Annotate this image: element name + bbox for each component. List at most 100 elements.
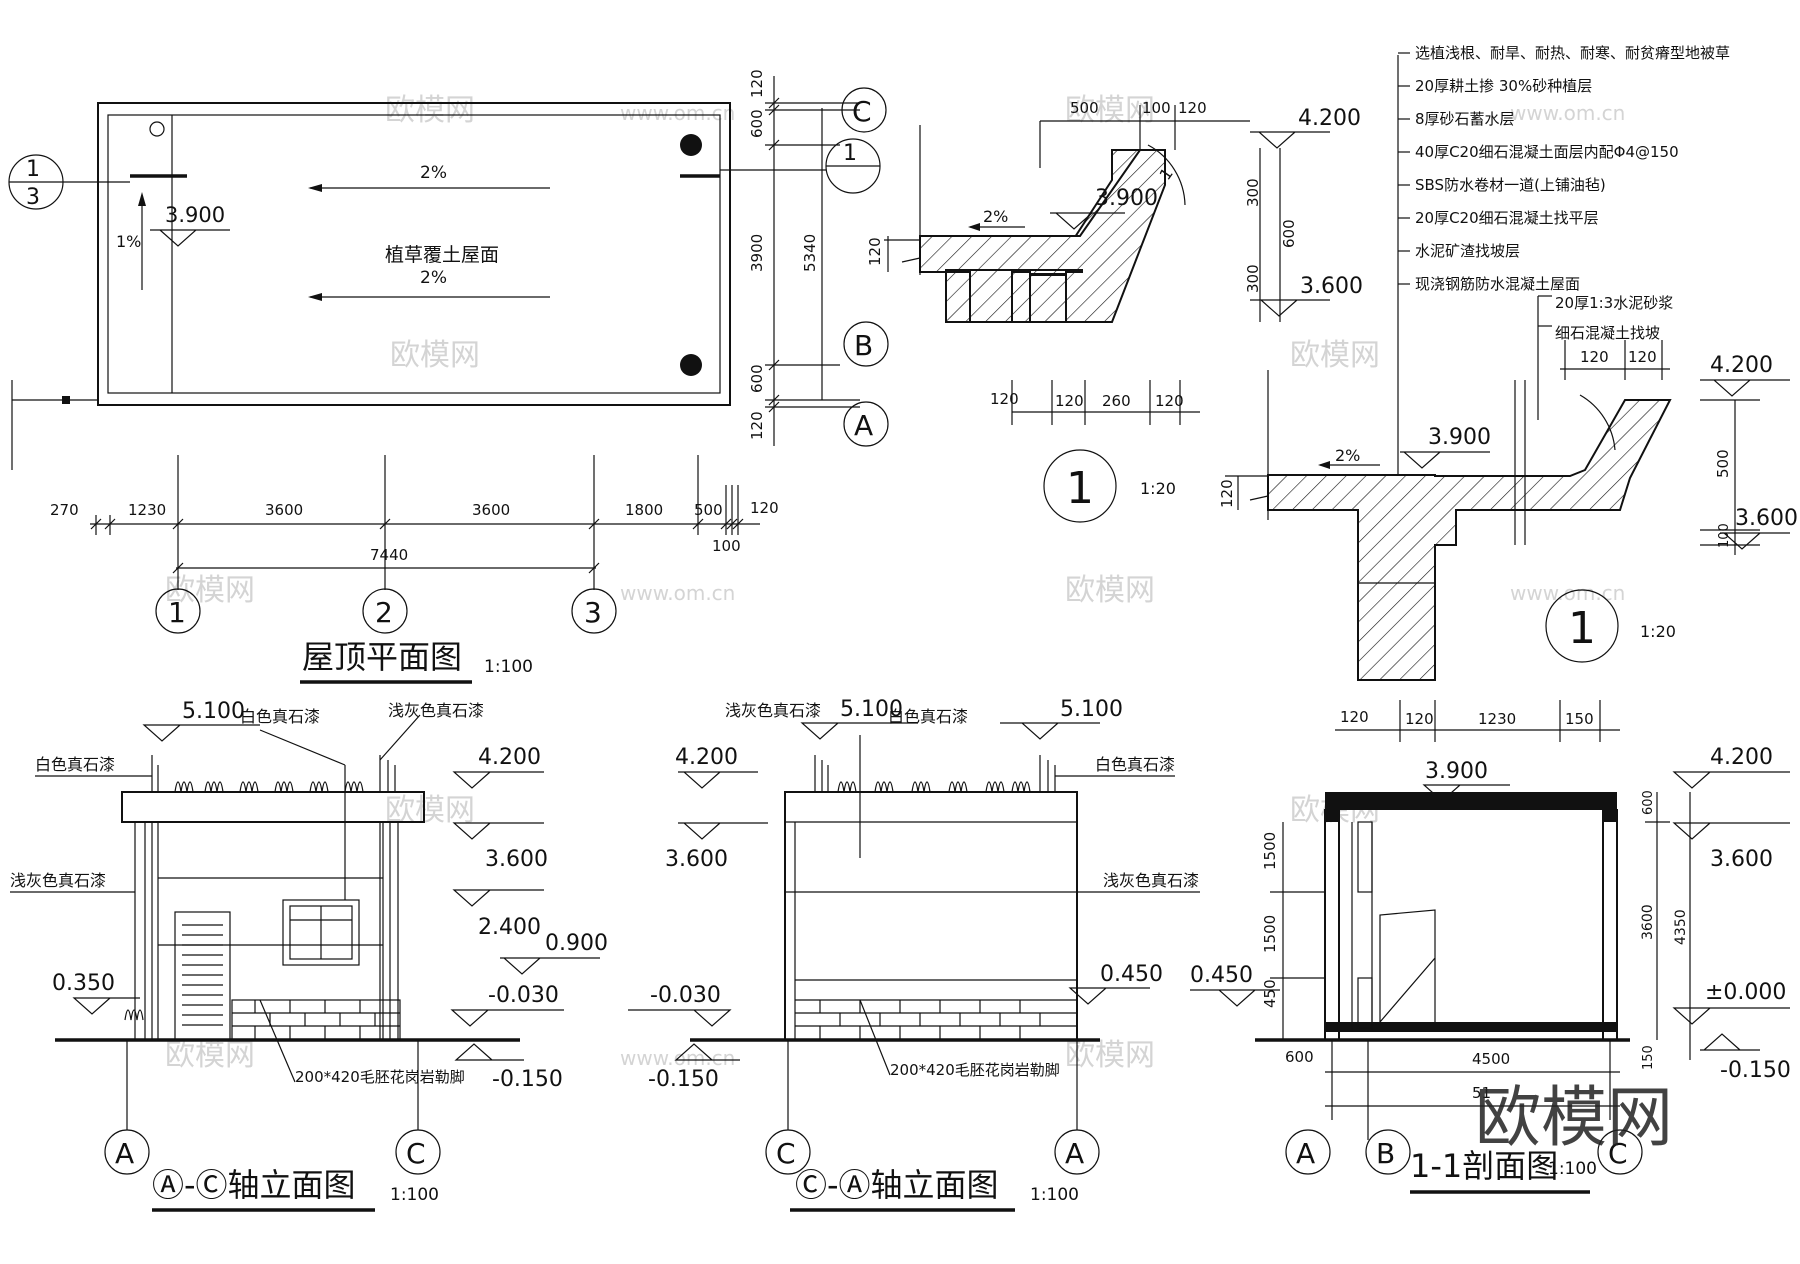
watermark-text: 欧模网 [390, 338, 480, 373]
elevation-symbol [1422, 784, 1510, 802]
axis-bubble-A [1285, 1129, 1331, 1175]
dim-label-vertical: 3600 [1640, 904, 1656, 940]
break-line [901, 257, 921, 263]
axis-label: A [1296, 1137, 1315, 1170]
dim-label: 100 [1142, 99, 1171, 117]
elevation-label: 3.600 [1300, 274, 1363, 299]
roof-type-label: 植草覆土屋面 [385, 244, 499, 266]
dim-label: 500 [1070, 99, 1099, 117]
dim-label: 120 [1340, 708, 1369, 726]
brand-logo: 欧模网 [1475, 1079, 1673, 1156]
elevation-label: 4.200 [1710, 353, 1773, 378]
slope-label: 2% [420, 163, 447, 183]
slope-label: 2% [983, 207, 1008, 226]
section-1-1: 3.900 4.200 3.600 0.450 ±0.000 -0.150 15… [1190, 745, 1791, 1194]
detail-2: 20厚1:3水泥砂浆 细石混凝土找坡 2% 3.900 4.200 3.600 … [1218, 294, 1798, 742]
elevation-label: 0.900 [545, 931, 608, 956]
elevation-label: 4.200 [478, 745, 541, 770]
watermark-url: www.om.cn [620, 101, 735, 125]
drawing-title: 1-1剖面图 [1410, 1147, 1558, 1185]
rain-outlet-icon [149, 121, 165, 137]
axis-bubble-A [1054, 1129, 1100, 1175]
dim-label-vertical: 120 [1218, 479, 1236, 508]
dim-ticks [90, 455, 744, 590]
elevation-symbol [1250, 299, 1330, 317]
roof-plan: 2% 植草覆土屋面 2% 1% 3.900 1 3 [8, 69, 889, 684]
elevation-symbol [454, 1043, 524, 1061]
arrow-head-icon [968, 223, 980, 231]
watermark-text: 欧模网 [165, 1038, 255, 1073]
dim-label: 3600 [472, 501, 510, 519]
elevation-symbol [1720, 532, 1790, 550]
watermark-text: 欧模网 [1065, 573, 1155, 608]
axis-bubble-B [843, 321, 889, 367]
leader-line [379, 714, 421, 761]
arrow-head-icon [1318, 461, 1330, 469]
section-door [1379, 909, 1436, 1023]
elevation-symbol [800, 722, 918, 740]
layer-ticks [1398, 52, 1410, 285]
drain-icon [680, 354, 702, 376]
drawing-title: Ⓒ-Ⓐ轴立面图 [795, 1166, 999, 1204]
elevation-label: 3.900 [1425, 759, 1488, 784]
elevation-label: 3.900 [1095, 186, 1158, 211]
elevation-symbol [452, 822, 544, 840]
dim-label-vertical: 600 [748, 109, 766, 138]
material-label: 200*420毛胚花岗岩勒脚 [295, 1068, 465, 1086]
axis-label: B [854, 329, 873, 362]
layer-note: 选植浅根、耐旱、耐热、耐寒、耐贫瘠型地被草 [1415, 44, 1730, 62]
drawing-title: 屋顶平面图 [302, 638, 462, 676]
detail-index-label: 1 [1568, 603, 1596, 654]
roof-layer-notes: 选植浅根、耐旱、耐热、耐寒、耐贫瘠型地被草 20厚耕土掺 30%砂种植层 8厚砂… [1397, 44, 1730, 520]
dim-label: 500 [694, 501, 723, 519]
dim-label-vertical: 150 [1641, 1045, 1656, 1070]
elevation-a-c: 5.100 白色真石漆 浅灰色真石漆 白色真石漆 浅灰色真石漆 200*420毛… [10, 699, 608, 1212]
dim-label: 7440 [370, 546, 408, 564]
window [282, 899, 360, 966]
granite-joints [795, 999, 1077, 1040]
dim-label-vertical: 600 [748, 364, 766, 393]
detail-1-slab [919, 149, 1166, 323]
drawing-title: Ⓐ-Ⓒ轴立面图 [152, 1166, 356, 1204]
dim-label: 260 [1102, 392, 1131, 410]
elevation-label: -0.030 [650, 983, 721, 1008]
dim-label: 270 [50, 501, 79, 519]
dim-label-vertical: 4350 [1673, 909, 1689, 945]
elevation-label: -0.150 [648, 1067, 719, 1092]
elevation-symbol [72, 997, 140, 1015]
dim-label-vertical: 500 [1714, 449, 1732, 478]
dim-label: 120 [750, 499, 779, 517]
drawing-scale: 1:100 [390, 1185, 439, 1205]
drain-icon [680, 134, 702, 156]
layer-note: 20厚C20细石混凝土找平层 [1415, 209, 1599, 227]
leader-line [259, 729, 346, 766]
watermark-text: 欧模网 [165, 573, 255, 608]
material-label: 白色真石漆 [1095, 755, 1175, 774]
elevation-symbol [450, 1009, 564, 1027]
leader-line [859, 999, 891, 1076]
watermark-url: www.om.cn [620, 581, 735, 605]
axis-bubble-3 [571, 588, 617, 634]
detail-index-bubble [1545, 589, 1619, 663]
granite-plinth [231, 999, 401, 1041]
granite-joints [232, 1000, 400, 1040]
dim-label: 3600 [265, 501, 303, 519]
axis-bubble-C [1597, 1129, 1643, 1175]
dim-label-vertical: 1500 [1261, 832, 1279, 870]
watermark-layer: 欧模网 欧模网 欧模网 欧模网 欧模网 欧模网 欧模网 欧模网 欧模网 欧模网 … [165, 93, 1625, 1073]
dim-label: 120 [1055, 392, 1084, 410]
axis-label: 3 [584, 596, 602, 629]
elevation-symbol [678, 771, 758, 789]
detail-scale: 1:20 [1140, 479, 1176, 498]
slope-label: 2% [1335, 446, 1360, 465]
dim-label-vertical: 1500 [1261, 915, 1279, 953]
layer-note: 现浇钢筋防水混凝土屋面 [1415, 275, 1580, 293]
axis-bubble-1 [155, 588, 201, 634]
axis-label: C [852, 95, 872, 128]
elevation-symbol [500, 957, 600, 975]
drawing-scale: 1:100 [1030, 1185, 1079, 1205]
elevation-label: 4.200 [675, 745, 738, 770]
layer-note: SBS防水卷材一道(上铺油毡) [1415, 176, 1606, 194]
elevation-label: -0.150 [1720, 1058, 1791, 1083]
section-parapet-right [1603, 792, 1617, 822]
